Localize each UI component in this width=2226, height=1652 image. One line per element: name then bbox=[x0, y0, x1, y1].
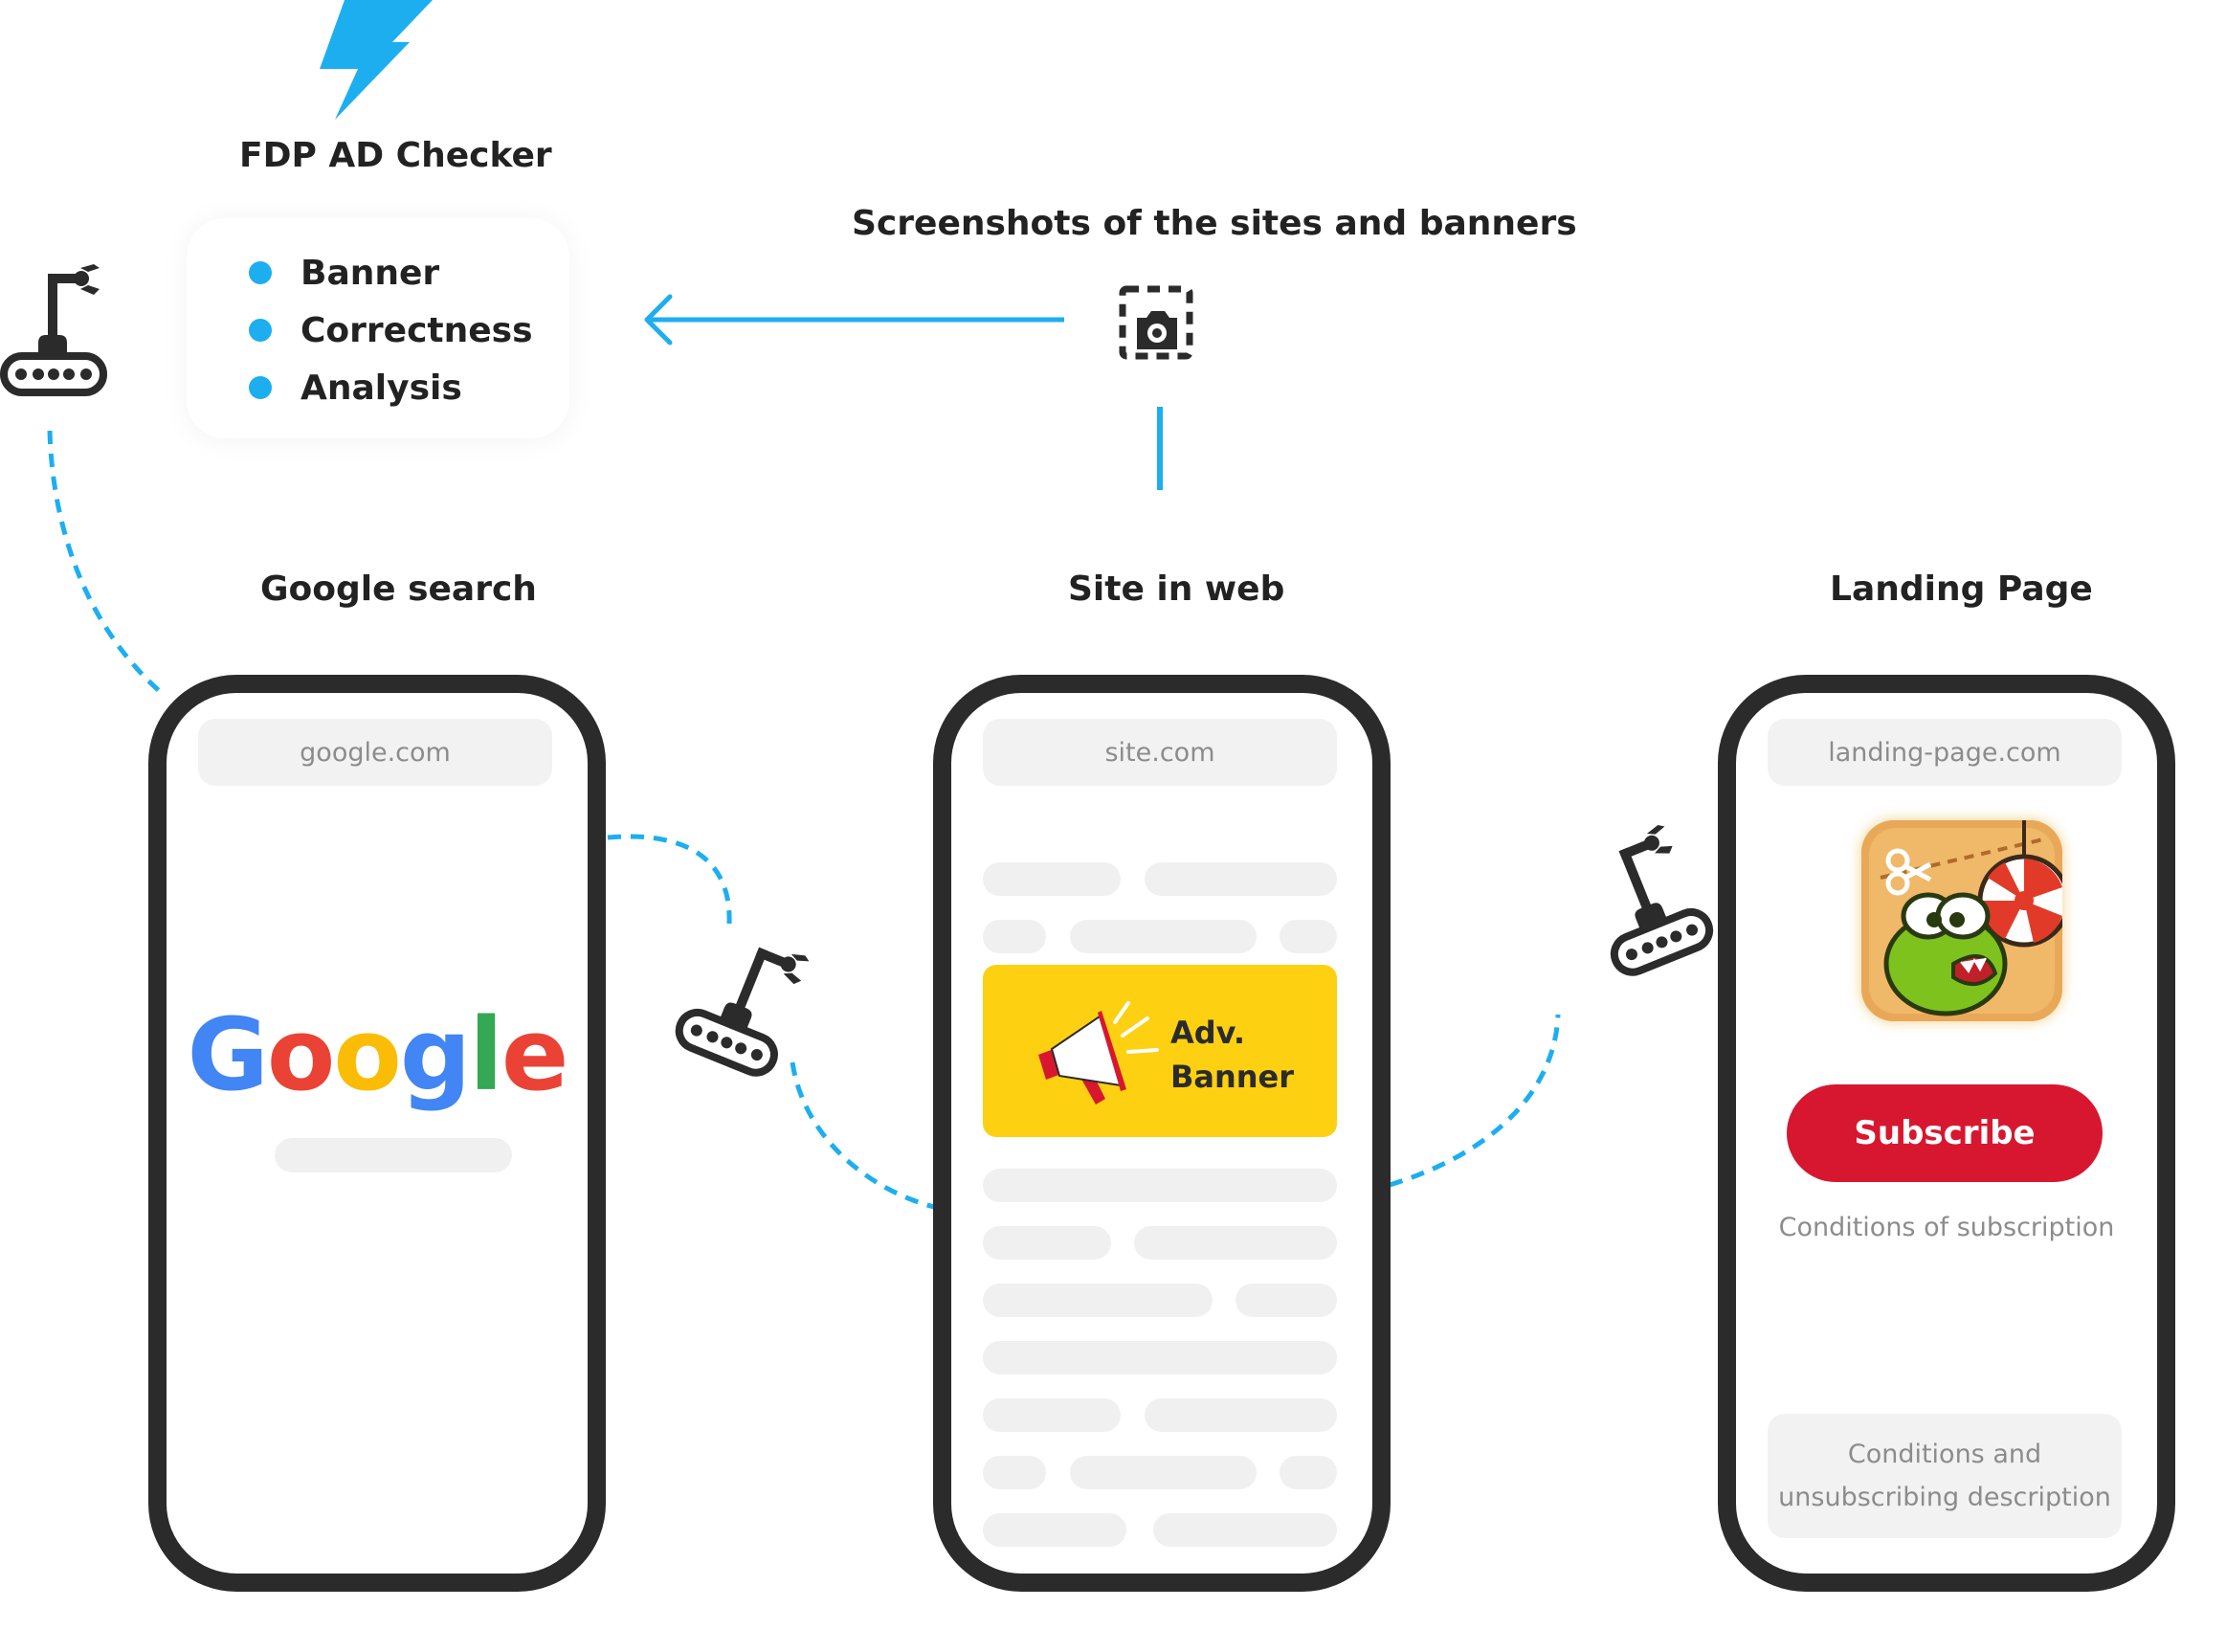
conditions-text: Conditions of subscription bbox=[1778, 1213, 2115, 1242]
content-placeholder bbox=[1070, 1456, 1257, 1489]
content-placeholder bbox=[983, 1513, 1126, 1547]
subscribe-button[interactable]: Subscribe bbox=[1787, 1084, 2103, 1182]
dashed-connector bbox=[1389, 1014, 1561, 1188]
content-placeholder bbox=[983, 1284, 1213, 1317]
google-logo-letter: g bbox=[399, 996, 471, 1113]
content-placeholder bbox=[1145, 1398, 1337, 1432]
feature-label: Banner bbox=[301, 253, 440, 293]
url-bar[interactable]: site.com bbox=[983, 719, 1337, 786]
content-placeholder bbox=[1235, 1284, 1337, 1317]
content-placeholder bbox=[983, 920, 1046, 953]
camera-capture-icon bbox=[1119, 285, 1193, 360]
google-logo-letter: G bbox=[187, 996, 269, 1113]
content-placeholder bbox=[983, 862, 1121, 896]
phone-site: site.com Adv. Banner bbox=[933, 675, 1391, 1592]
phone-title-landing: Landing Page bbox=[1830, 569, 2093, 609]
feature-item: Banner bbox=[249, 244, 533, 301]
google-logo: Google bbox=[167, 996, 588, 1113]
adv-banner-text: Adv. Banner bbox=[1170, 1015, 1295, 1095]
content-placeholder bbox=[1070, 920, 1257, 953]
feature-label: Analysis bbox=[301, 368, 462, 408]
bullet-dot bbox=[249, 261, 272, 284]
screenshots-label: Screenshots of the sites and banners bbox=[852, 204, 1577, 243]
phone-title-site: Site in web bbox=[1068, 569, 1285, 609]
google-logo-letter: o bbox=[266, 996, 335, 1113]
content-placeholder bbox=[1145, 862, 1337, 896]
content-placeholder bbox=[983, 1398, 1121, 1432]
robot-arm-conveyor-icon bbox=[4, 264, 103, 392]
search-bar-placeholder[interactable] bbox=[275, 1138, 512, 1172]
dashed-connector bbox=[607, 834, 732, 925]
feature-item: Analysis bbox=[249, 359, 533, 416]
megaphone-icon bbox=[1038, 1001, 1159, 1105]
lightning-bolt-icon bbox=[320, 0, 433, 120]
google-logo-letter: o bbox=[333, 996, 401, 1113]
content-placeholder bbox=[983, 1456, 1046, 1489]
google-logo-letter: e bbox=[501, 996, 569, 1113]
google-logo-letter: l bbox=[469, 996, 503, 1113]
robot-arm-conveyor-icon bbox=[1574, 821, 1715, 977]
game-app-icon[interactable] bbox=[1861, 820, 2062, 1021]
adv-banner[interactable]: Adv. Banner bbox=[983, 965, 1337, 1137]
phone-landing: landing-page.com Subscribe Condit bbox=[1718, 675, 2175, 1592]
content-placeholder bbox=[1280, 920, 1337, 953]
feature-item: Correctness bbox=[249, 301, 533, 359]
checker-title: FDP AD Checker bbox=[239, 136, 552, 175]
content-placeholder bbox=[1153, 1513, 1337, 1547]
feature-label: Correctness bbox=[301, 310, 533, 350]
description-box: Conditions and unsubscribing description bbox=[1768, 1414, 2122, 1538]
dashed-connector bbox=[47, 430, 165, 696]
content-placeholder bbox=[983, 1169, 1337, 1202]
content-placeholder bbox=[1280, 1456, 1337, 1489]
arrow-head bbox=[644, 294, 673, 346]
dashed-connector bbox=[790, 1061, 939, 1211]
content-placeholder bbox=[983, 1341, 1337, 1374]
content-placeholder bbox=[1134, 1226, 1337, 1260]
feature-list: Banner Correctness Analysis bbox=[249, 244, 533, 416]
robot-arm-conveyor-icon bbox=[674, 922, 814, 1078]
url-bar[interactable]: landing-page.com bbox=[1768, 719, 2122, 786]
phone-google: google.com Google bbox=[148, 675, 606, 1592]
url-bar[interactable]: google.com bbox=[198, 719, 552, 786]
content-placeholder bbox=[983, 1226, 1111, 1260]
bullet-dot bbox=[249, 376, 272, 399]
bullet-dot bbox=[249, 319, 272, 342]
phone-title-google: Google search bbox=[260, 569, 537, 609]
